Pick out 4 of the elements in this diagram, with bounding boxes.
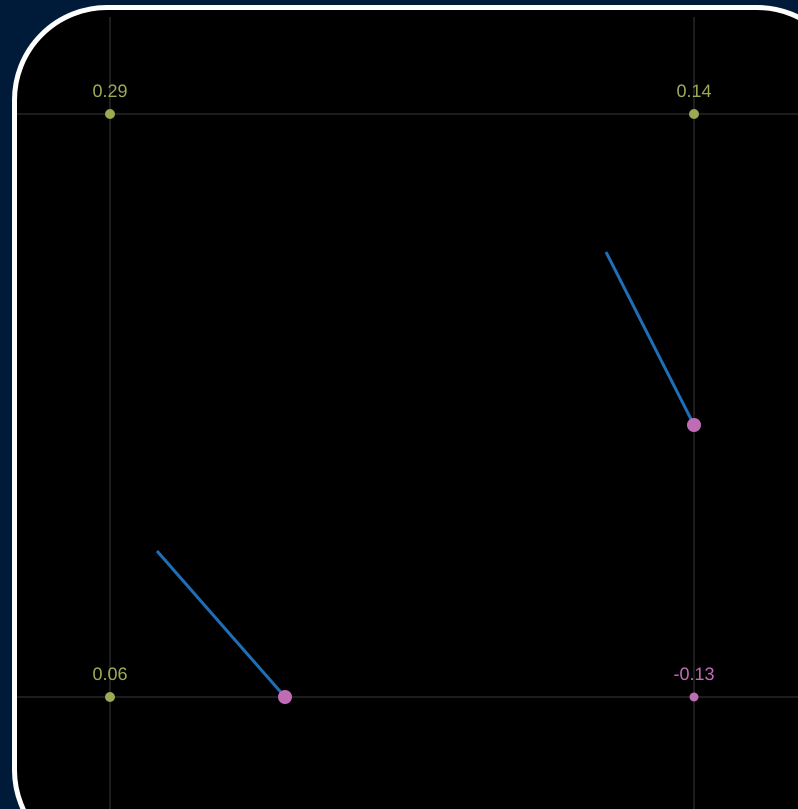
value-label: 0.06 <box>92 664 128 684</box>
value-label: -0.13 <box>673 664 715 684</box>
value-label: 0.29 <box>92 81 128 101</box>
value-label: 0.14 <box>676 81 712 101</box>
